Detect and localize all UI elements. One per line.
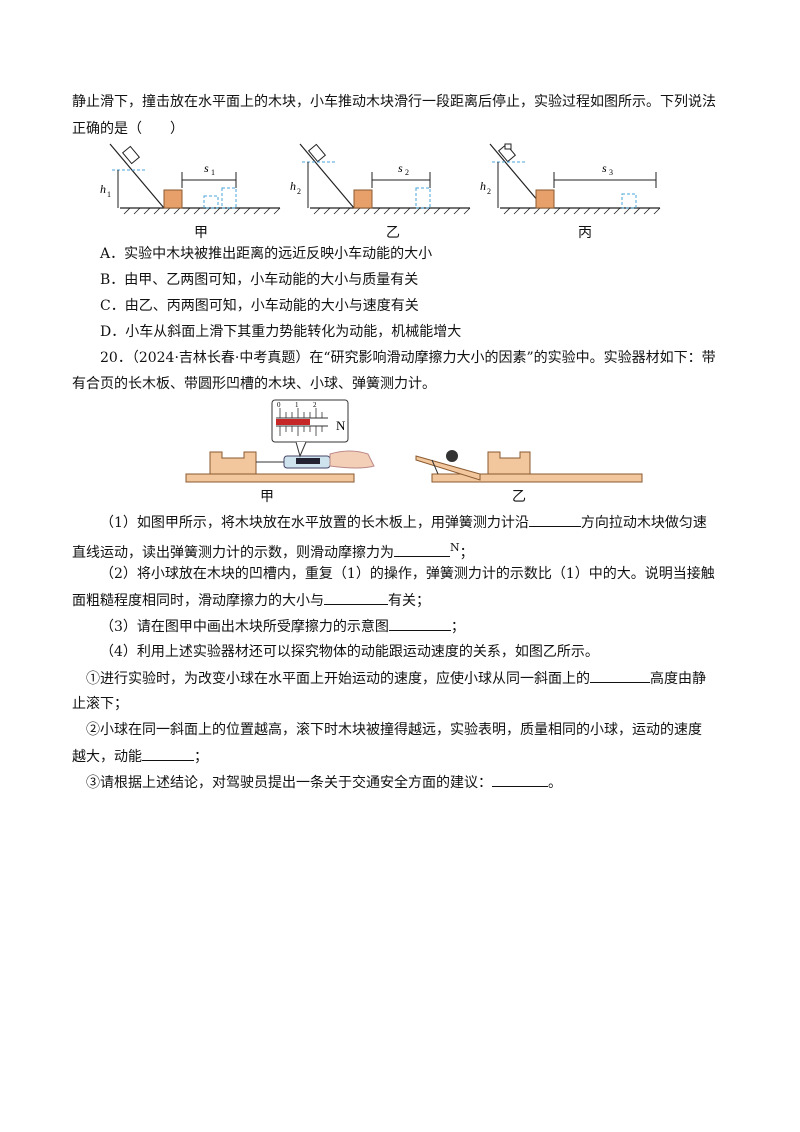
q20-part2-text-b: 面粗糙程度相同时，滑动摩擦力的大小与 bbox=[72, 593, 324, 609]
q20-sub1-text-b: 高度由静 bbox=[650, 671, 706, 687]
q20-sub1-line1: ①进行实验时，为改变小球在水平面上开始运动的速度，应使小球从同一斜面上的 高度由静 bbox=[86, 668, 706, 689]
q20-sub2-text-b: 越大，动能 bbox=[72, 749, 142, 765]
blank-direction[interactable] bbox=[528, 512, 581, 527]
gauge-tick-0: 0 bbox=[277, 401, 281, 409]
q19-option-d: D．小车从斜面上滑下其重力势能转化为动能，机械能增大 bbox=[100, 324, 462, 340]
q20-part1-text-a: （1）如图甲所示，将木块放在水平放置的长木板上，用弹簧测力计沿 bbox=[100, 515, 529, 531]
q20-header-line1: 20．（2024·吉林长春·中考真题）在“研究影响滑动摩擦力大小的因素”的实验中… bbox=[100, 350, 716, 366]
q20-part1-text-b: 方向拉动木块做匀速 bbox=[580, 515, 707, 531]
blank-height[interactable] bbox=[590, 668, 650, 683]
h-sub-yi: 2 bbox=[297, 187, 301, 196]
q20-sub2-end: ； bbox=[194, 749, 208, 765]
q20-part1-unit: N bbox=[450, 541, 460, 554]
q20-part1-text-c: 直线运动，读出弹簧测力计的示数，则滑动摩擦力为 bbox=[72, 545, 394, 561]
s-label-jia: s bbox=[204, 161, 209, 175]
blank-related-factor[interactable] bbox=[324, 590, 388, 605]
s-sub-bing: 3 bbox=[609, 168, 613, 177]
blank-kinetic-energy[interactable] bbox=[142, 746, 194, 761]
q20-part3-line: （3）请在图甲中画出木块所受摩擦力的示意图 ； bbox=[100, 616, 465, 637]
q19-figure: h 1 s 1 h 2 s 2 bbox=[100, 143, 661, 215]
h-label-bing: h bbox=[480, 179, 486, 193]
h-label-jia: h bbox=[100, 182, 106, 196]
panel-bing: h 2 s 3 bbox=[480, 143, 661, 215]
q20-figure: N 0 1 2 bbox=[185, 399, 643, 483]
panel-yi: h 2 s 2 bbox=[290, 143, 471, 215]
caption-bing: 丙 bbox=[578, 225, 592, 241]
q20-sub1-line2: 止滚下； bbox=[72, 696, 128, 712]
caption-yi: 乙 bbox=[386, 225, 400, 241]
q20-part1-line1: （1）如图甲所示，将木块放在水平放置的长木板上，用弹簧测力计沿 方向拉动木块做匀速 bbox=[100, 512, 707, 533]
q20-sub2-line2: 越大，动能 ； bbox=[72, 746, 208, 767]
gauge-unit: N bbox=[336, 418, 346, 433]
h-label-yi: h bbox=[290, 179, 296, 193]
q20-sub1-text-a: ①进行实验时，为改变小球在水平面上开始运动的速度，应使小球从同一斜面上的 bbox=[86, 671, 590, 687]
q19-option-b: B．由甲、乙两图可知，小车动能的大小与质量有关 bbox=[100, 272, 419, 288]
caption-right-yi: 乙 bbox=[512, 489, 526, 505]
gauge-tick-1: 1 bbox=[295, 401, 299, 409]
q20-part2-line2: 面粗糙程度相同时，滑动摩擦力的大小与 有关； bbox=[72, 590, 430, 611]
q19-intro-line1: 静止滑下，撞击放在水平面上的木块，小车推动木块滑行一段距离后停止，实验过程如图所… bbox=[72, 94, 716, 110]
q19-option-a: A．实验中木块被推出距离的远近反映小车动能的大小 bbox=[100, 246, 433, 262]
s-label-bing: s bbox=[602, 161, 607, 175]
q20-part1-line2: 直线运动，读出弹簧测力计的示数，则滑动摩擦力为 N； bbox=[72, 538, 474, 563]
q20-sub2-line1: ②小球在同一斜面上的位置越高，滚下时木块被撞得越远，实验表明，质量相同的小球，运… bbox=[86, 722, 702, 738]
q20-sub3-text: ③请根据上述结论，对驾驶员提出一条关于交通安全方面的建议： bbox=[86, 775, 492, 791]
s-sub-yi: 2 bbox=[405, 168, 409, 177]
q19-option-c: C．由乙、丙两图可知，小车动能的大小与速度有关 bbox=[100, 298, 419, 314]
q20-part3-end: ； bbox=[450, 619, 465, 635]
q20-part2-line1: （2）将小球放在木块的凹槽内，重复（1）的操作，弹簧测力计的示数比（1）中的大。… bbox=[100, 566, 715, 582]
panel-jia: h 1 s 1 bbox=[100, 143, 281, 215]
q20-sub3-line: ③请根据上述结论，对驾驶员提出一条关于交通安全方面的建议： 。 bbox=[86, 772, 562, 793]
q20-part4-line: （4）利用上述实验器材还可以探究物体的动能跟运动速度的关系，如图乙所示。 bbox=[100, 644, 599, 660]
blank-suggestion[interactable] bbox=[492, 772, 548, 787]
s-sub-jia: 1 bbox=[211, 168, 215, 177]
blank-friction-diagram[interactable] bbox=[388, 616, 451, 631]
q19-intro-line2: 正确的是（ ） bbox=[72, 121, 184, 137]
s-label-yi: s bbox=[398, 161, 403, 175]
q20-part1-end: ； bbox=[459, 545, 474, 561]
caption-left-jia: 甲 bbox=[260, 489, 274, 505]
q20-header-line2: 有合页的长木板、带圆形凹槽的木块、小球、弹簧测力计。 bbox=[72, 376, 436, 392]
q20-sub3-end: 。 bbox=[548, 775, 562, 791]
blank-friction-value[interactable] bbox=[394, 542, 450, 557]
h-sub-bing: 2 bbox=[487, 187, 491, 196]
gauge-tick-2: 2 bbox=[313, 401, 317, 409]
caption-jia: 甲 bbox=[194, 225, 208, 241]
h-sub-jia: 1 bbox=[107, 190, 111, 199]
q20-part3-text: （3）请在图甲中画出木块所受摩擦力的示意图 bbox=[100, 619, 389, 635]
q20-part2-text-c: 有关； bbox=[388, 593, 430, 609]
